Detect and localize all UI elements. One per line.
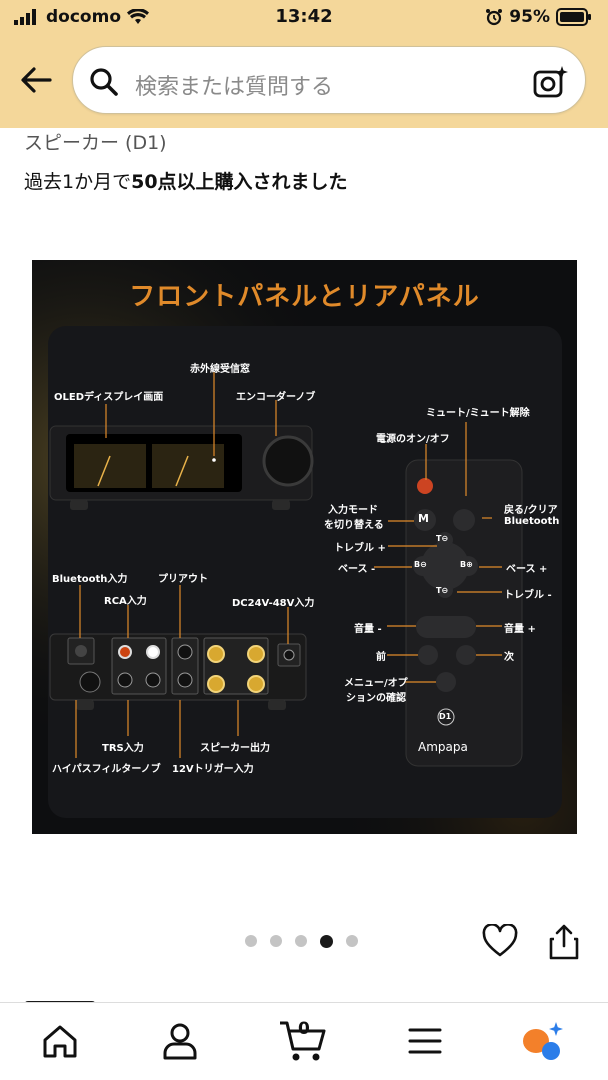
carousel-dot[interactable] bbox=[295, 935, 307, 947]
bottom-tab-bar: 0 bbox=[0, 1002, 608, 1080]
label-bass-plus: ベース + bbox=[506, 564, 548, 575]
label-treble-plus: トレブル + bbox=[334, 543, 386, 554]
label-vol-minus: 音量 - bbox=[354, 624, 382, 635]
menu-icon[interactable] bbox=[405, 1021, 445, 1061]
label-power: 電源のオン/オフ bbox=[376, 434, 450, 445]
status-time: 13:42 bbox=[275, 6, 333, 27]
label-treble-minus: トレブル - bbox=[504, 590, 552, 601]
search-placeholder: 検索または質問する bbox=[135, 75, 334, 100]
remote-treble-plus-key: T⊖ bbox=[436, 534, 449, 543]
carousel-dot[interactable] bbox=[346, 935, 358, 947]
cart-icon bbox=[280, 1021, 326, 1061]
label-ir: 赤外線受信窓 bbox=[190, 364, 250, 375]
label-preout: プリアウト bbox=[158, 574, 208, 585]
purchase-count-bold: 50点以上購入されました bbox=[131, 171, 348, 193]
ai-assistant-icon[interactable] bbox=[520, 1019, 566, 1063]
cart-button[interactable]: 0 bbox=[278, 1017, 330, 1063]
battery-percent: 95% bbox=[509, 7, 550, 27]
label-input-mode-1: 入力モード bbox=[328, 505, 378, 516]
carousel-dot-active[interactable] bbox=[320, 935, 333, 948]
callout-lines bbox=[75, 372, 502, 758]
remote-control bbox=[405, 459, 523, 767]
label-trigger: 12Vトリガー入力 bbox=[172, 764, 254, 775]
carrier-name: docomo bbox=[46, 7, 121, 27]
carousel-dot[interactable] bbox=[245, 935, 257, 947]
label-trs-in: TRS入力 bbox=[102, 743, 144, 754]
purchase-prefix: 過去1か月で bbox=[24, 171, 132, 193]
product-image-background bbox=[32, 260, 577, 834]
label-back-2: Bluetooth bbox=[504, 516, 560, 527]
alarm-icon bbox=[486, 9, 503, 26]
remote-brand-logo: Ampapa bbox=[418, 740, 468, 754]
label-encoder: エンコーダーノブ bbox=[236, 392, 316, 403]
label-bass-minus: ベース - bbox=[338, 564, 376, 575]
camera-search-icon[interactable] bbox=[533, 65, 569, 99]
top-bar: 検索または質問する bbox=[0, 36, 608, 128]
rear-panel bbox=[49, 633, 307, 710]
signal-icon bbox=[14, 9, 36, 25]
label-vol-plus: 音量 + bbox=[504, 624, 536, 635]
battery-icon bbox=[556, 8, 591, 26]
label-next: 次 bbox=[504, 652, 514, 663]
remote-model-label: D1 bbox=[439, 712, 452, 721]
remote-treble-minus-key: T⊖ bbox=[436, 586, 449, 595]
front-panel bbox=[49, 425, 314, 510]
wifi-icon bbox=[127, 9, 149, 24]
label-spk-out: スピーカー出力 bbox=[200, 743, 270, 754]
label-mute: ミュート/ミュート解除 bbox=[426, 408, 530, 419]
remote-m-key: M bbox=[418, 512, 429, 525]
share-icon[interactable] bbox=[547, 924, 581, 960]
label-back-1: 戻る/クリア bbox=[504, 505, 558, 516]
search-bar[interactable]: 検索または質問する bbox=[72, 46, 586, 114]
home-icon[interactable] bbox=[40, 1021, 80, 1061]
back-arrow-icon[interactable] bbox=[18, 62, 54, 98]
remote-bass-plus-key: B⊕ bbox=[460, 560, 473, 569]
image-title: フロントパネルとリアパネル bbox=[129, 282, 480, 312]
purchase-count: 過去1か月で50点以上購入されました bbox=[24, 167, 348, 194]
label-input-mode-2: を切り替える bbox=[324, 520, 384, 531]
status-right: 95% bbox=[485, 7, 592, 27]
cart-count: 0 bbox=[298, 1019, 310, 1039]
heart-icon[interactable] bbox=[482, 924, 518, 958]
account-icon[interactable] bbox=[160, 1021, 200, 1061]
carousel-dot[interactable] bbox=[270, 935, 282, 947]
status-bar: docomo 13:42 95% bbox=[0, 0, 608, 36]
product-image[interactable]: フロントパネルとリアパネル 赤外線受信窓 OLEDディスプレイ画面 エンコーダー… bbox=[32, 260, 577, 834]
carousel-indicator bbox=[245, 935, 358, 948]
label-oled: OLEDディスプレイ画面 bbox=[54, 392, 164, 403]
label-menu-2: ションの確認 bbox=[346, 693, 406, 704]
label-menu-1: メニュー/オプ bbox=[344, 678, 408, 689]
search-icon bbox=[90, 68, 118, 96]
remote-bass-minus-key: B⊖ bbox=[414, 560, 427, 569]
status-left: docomo bbox=[14, 7, 149, 27]
label-hpf: ハイパスフィルターノブ bbox=[52, 764, 161, 775]
label-dc-in: DC24V-48V入力 bbox=[232, 598, 315, 609]
label-prev: 前 bbox=[376, 652, 386, 663]
label-rca-in: RCA入力 bbox=[104, 596, 147, 607]
label-bt-in: Bluetooth入力 bbox=[52, 574, 128, 585]
product-subtitle: スピーカー (D1) bbox=[24, 132, 167, 154]
